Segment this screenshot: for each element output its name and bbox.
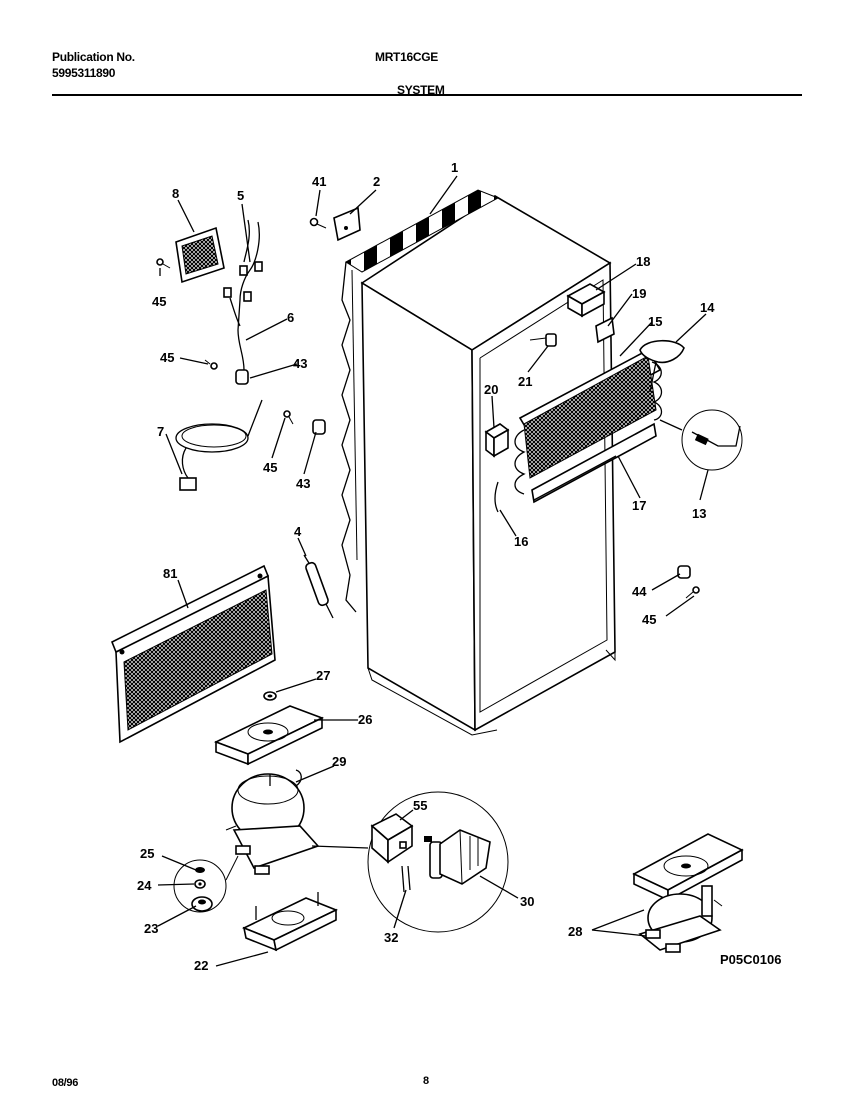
part-21-bracket [529, 333, 557, 347]
callout-28: 28 [568, 924, 582, 939]
callout-23: 23 [144, 921, 158, 936]
part-45-screw-b [204, 359, 218, 370]
part-17-evaporator-cover [533, 455, 617, 501]
part-22-mounting-tray [242, 892, 338, 952]
part-18-control [566, 283, 606, 318]
part-43-clip-a [235, 369, 249, 385]
callout-27: 27 [316, 668, 330, 683]
callout-22: 22 [194, 958, 208, 973]
part-29-compressor [225, 769, 320, 875]
callout-8: 8 [172, 186, 179, 201]
callout-32: 32 [384, 930, 398, 945]
part-30-32-55-electrical-detail [311, 791, 509, 933]
part-16-tube [494, 481, 499, 513]
part-28-compressor-assembly [632, 833, 744, 953]
part-15-evaporator [514, 348, 663, 504]
part-81-condenser [110, 564, 276, 744]
callout-1: 1 [451, 160, 458, 175]
part-44-clip [677, 565, 691, 579]
part-13-capillary-detail [659, 409, 743, 471]
part-45-screw-d [685, 586, 700, 599]
callout-2: 2 [373, 174, 380, 189]
callout-24: 24 [137, 878, 152, 893]
callout-17: 17 [632, 498, 646, 513]
leader-lines [157, 175, 709, 967]
callout-13: 13 [692, 506, 706, 521]
callout-4: 4 [294, 524, 302, 539]
callout-45-c: 45 [263, 460, 277, 475]
part-43-clip-b [312, 419, 326, 435]
callout-labels: 1 2 41 8 5 45 6 45 43 7 45 43 4 81 27 26… [137, 160, 781, 973]
footer-page-number: 8 [423, 1075, 429, 1087]
callout-45-b: 45 [160, 350, 174, 365]
callout-29: 29 [332, 754, 346, 769]
part-45-screw-c [283, 410, 294, 425]
part-20-switch [484, 423, 510, 458]
part-7-power-cord [175, 399, 263, 491]
header-rule [52, 94, 802, 96]
part-2-bracket [333, 206, 361, 242]
callout-14: 14 [700, 300, 715, 315]
callout-25: 25 [140, 846, 154, 861]
callout-5: 5 [237, 188, 244, 203]
callout-43-a: 43 [293, 356, 307, 371]
callout-81: 81 [163, 566, 177, 581]
part-27-grommet [263, 691, 277, 701]
callout-41: 41 [312, 174, 326, 189]
part-8-panel [175, 226, 225, 284]
callout-7: 7 [157, 424, 164, 439]
callout-20: 20 [484, 382, 498, 397]
model-number: MRT16CGE [375, 50, 438, 64]
footer-date: 08/96 [52, 1077, 79, 1089]
callout-21: 21 [518, 374, 532, 389]
callout-30: 30 [520, 894, 534, 909]
callout-15: 15 [648, 314, 662, 329]
publication-number: 5995311890 [52, 66, 116, 80]
publication-label: Publication No. [52, 50, 135, 64]
callout-19: 19 [632, 286, 646, 301]
callout-26: 26 [358, 712, 372, 727]
part-26-drain-pan [213, 705, 325, 766]
section-title: SYSTEM [397, 83, 445, 97]
part-23-25-mounting-hardware [173, 855, 239, 913]
callout-18: 18 [636, 254, 650, 269]
part-1-tubing [341, 189, 500, 613]
part-5-6-wire-harness [223, 219, 263, 371]
part-4-drier [303, 554, 334, 619]
callout-45-a: 45 [152, 294, 166, 309]
part-14-accumulator [639, 339, 685, 393]
callout-43-b: 43 [296, 476, 310, 491]
callout-16: 16 [514, 534, 528, 549]
diagram-code: P05C0106 [720, 952, 781, 967]
callout-44: 44 [632, 584, 647, 599]
part-41-screw [309, 217, 327, 229]
callout-45-d: 45 [642, 612, 656, 627]
part-45-screw-a [156, 258, 171, 269]
callout-55: 55 [413, 798, 427, 813]
callout-6: 6 [287, 310, 294, 325]
